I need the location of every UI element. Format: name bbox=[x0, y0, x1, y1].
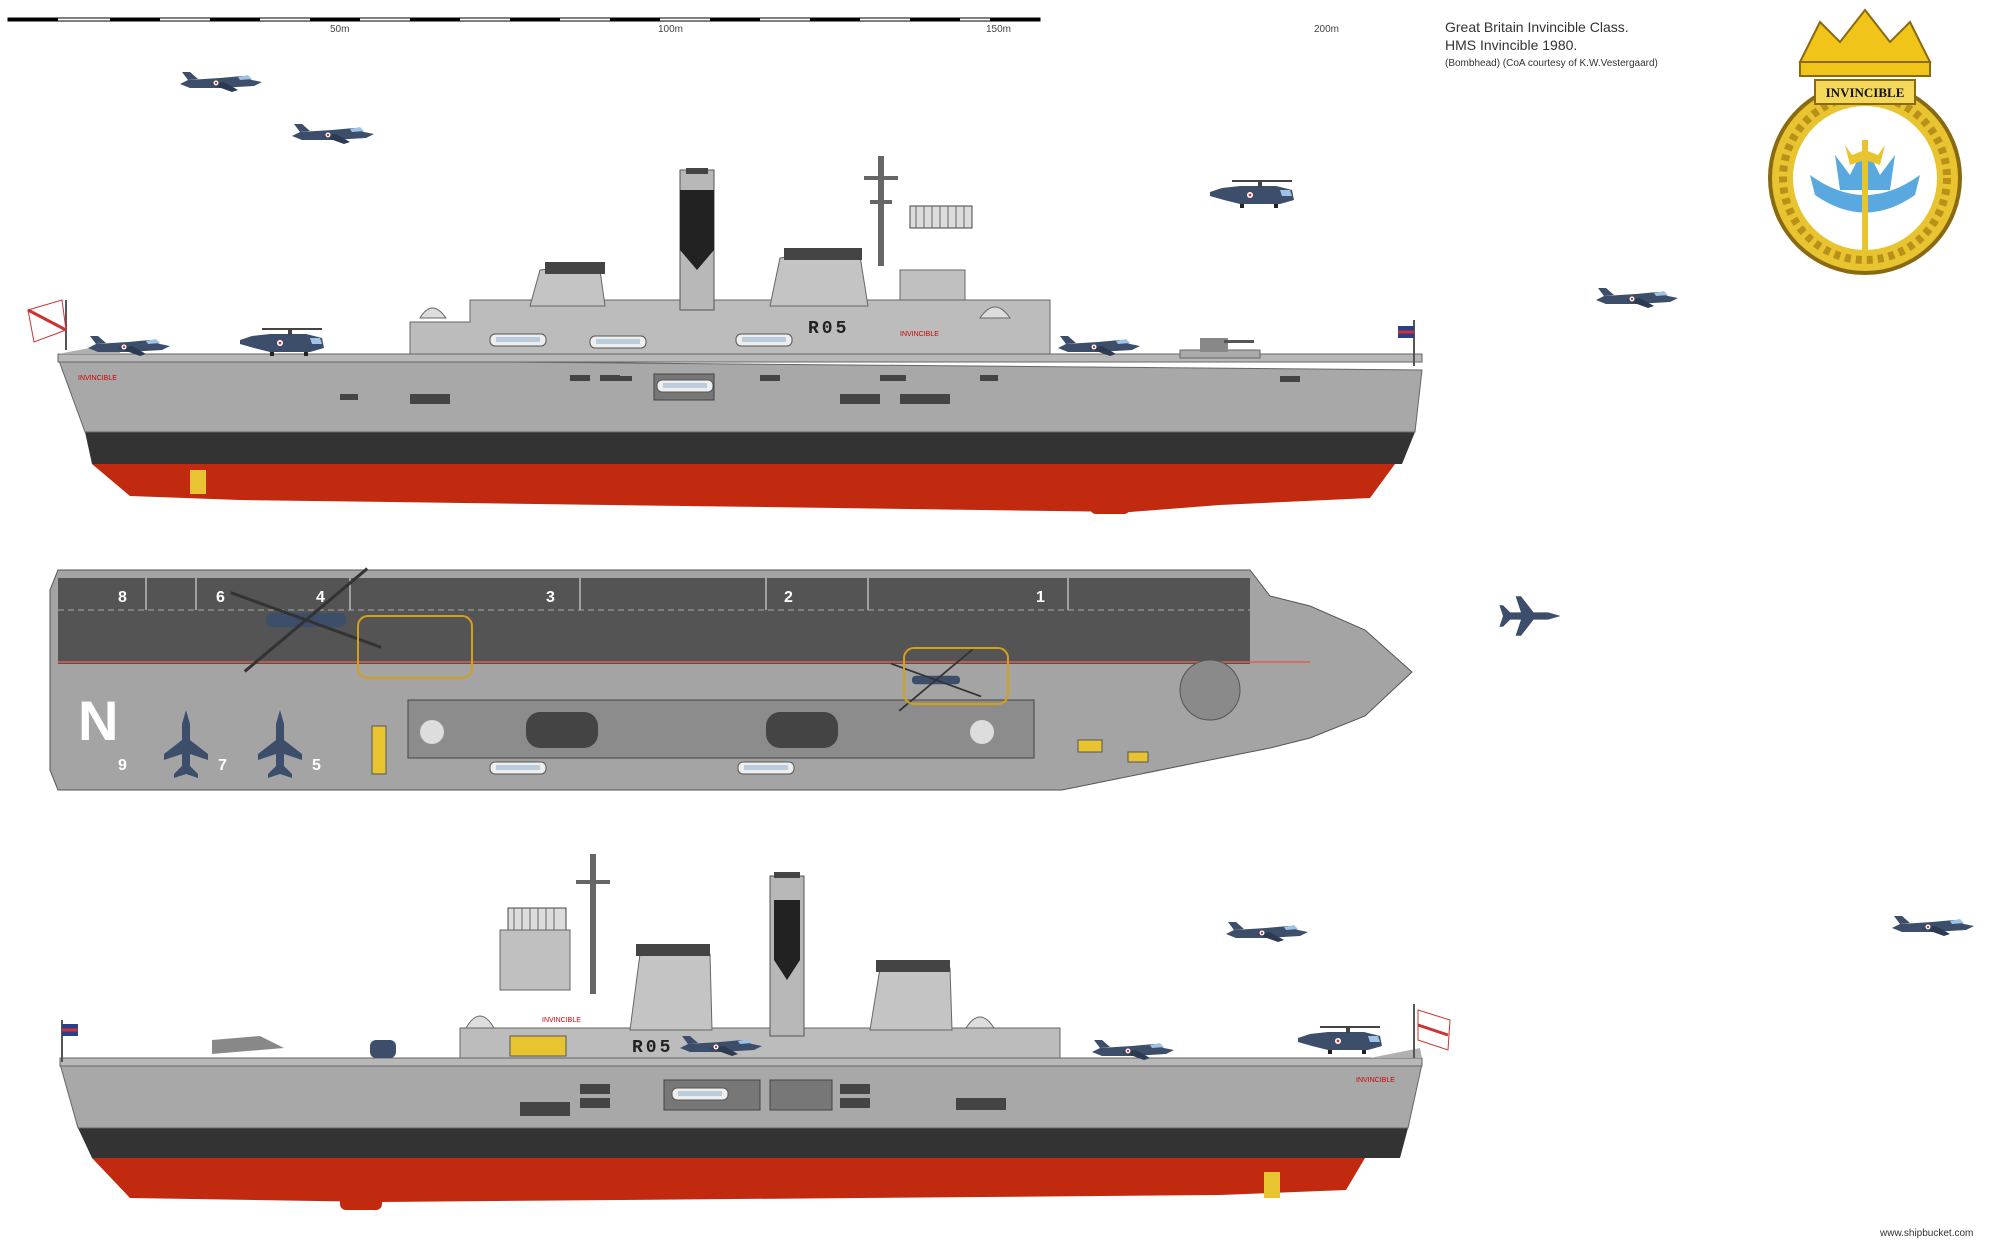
hull-boat-bay bbox=[653, 373, 715, 401]
sea-king-helicopter-icon bbox=[240, 328, 324, 356]
deck-spot-6: 6 bbox=[216, 589, 225, 606]
sea-harrier-icon bbox=[1892, 916, 1974, 936]
pennant-number-starboard: R05 bbox=[808, 319, 849, 339]
sea-harrier-icon bbox=[1596, 288, 1678, 308]
superstructure-name-port: INVINCIBLE bbox=[542, 1017, 581, 1024]
deck-letter: N bbox=[78, 689, 118, 752]
hull-boat-bay bbox=[663, 1079, 761, 1111]
starboard-profile: R05 INVINCIBLE INVINCIBLE bbox=[27, 156, 1423, 514]
deck-spot-4: 4 bbox=[316, 589, 325, 606]
crest-name: INVINCIBLE bbox=[1826, 85, 1905, 100]
title-line-1: Great Britain Invincible Class. bbox=[1445, 19, 1629, 35]
sea-king-helicopter-icon bbox=[1298, 1026, 1382, 1054]
union-flag-icon bbox=[61, 1020, 78, 1062]
deck-spot-8: 8 bbox=[118, 589, 127, 606]
sea-harrier-icon bbox=[1058, 336, 1140, 356]
sea-harrier-icon bbox=[180, 72, 262, 92]
sea-harrier-icon bbox=[1226, 922, 1308, 942]
deck-spot-5: 5 bbox=[312, 757, 321, 774]
sea-harrier-icon bbox=[1499, 596, 1561, 636]
hull-name-starboard: INVINCIBLE bbox=[78, 375, 117, 382]
deck-spot-3: 3 bbox=[546, 589, 555, 606]
scale-label-100m: 100m bbox=[658, 24, 683, 35]
deck-spot-1: 1 bbox=[1036, 589, 1045, 606]
title-block: Great Britain Invincible Class. HMS Invi… bbox=[1445, 19, 1658, 69]
title-line-2: HMS Invincible 1980. bbox=[1445, 37, 1577, 53]
scale-label-200m: 200m bbox=[1314, 24, 1339, 35]
scale-bar: 50m 100m 150m 200m bbox=[7, 17, 1339, 35]
plan-view: 8 6 4 3 2 1 9 7 5 N bbox=[49, 567, 1413, 791]
union-flag-icon bbox=[1398, 320, 1415, 366]
ships-crest-icon: INVINCIBLE bbox=[1768, 8, 1962, 275]
sea-king-helicopter-icon bbox=[1210, 180, 1294, 208]
deck-spot-9: 9 bbox=[118, 757, 127, 774]
scale-label-50m: 50m bbox=[330, 24, 349, 35]
pennant-number-port: R05 bbox=[632, 1038, 673, 1058]
hull-name-port: INVINCIBLE bbox=[1356, 1077, 1395, 1084]
deck-spot-2: 2 bbox=[784, 589, 793, 606]
scale-label-150m: 150m bbox=[986, 24, 1011, 35]
sea-harrier-icon bbox=[1092, 1040, 1174, 1060]
deck-spot-7: 7 bbox=[218, 757, 227, 774]
superstructure-name-starboard: INVINCIBLE bbox=[900, 331, 939, 338]
site-watermark: www.shipbucket.com bbox=[1879, 1228, 1973, 1239]
white-ensign-icon bbox=[27, 299, 67, 350]
sea-harrier-icon bbox=[292, 124, 374, 144]
port-profile: R05 INVINCIBLE INVINCIBLE bbox=[59, 854, 1451, 1210]
title-credit: (Bombhead) (CoA courtesy of K.W.Vesterga… bbox=[1445, 58, 1658, 69]
white-ensign-icon bbox=[1413, 1004, 1451, 1058]
